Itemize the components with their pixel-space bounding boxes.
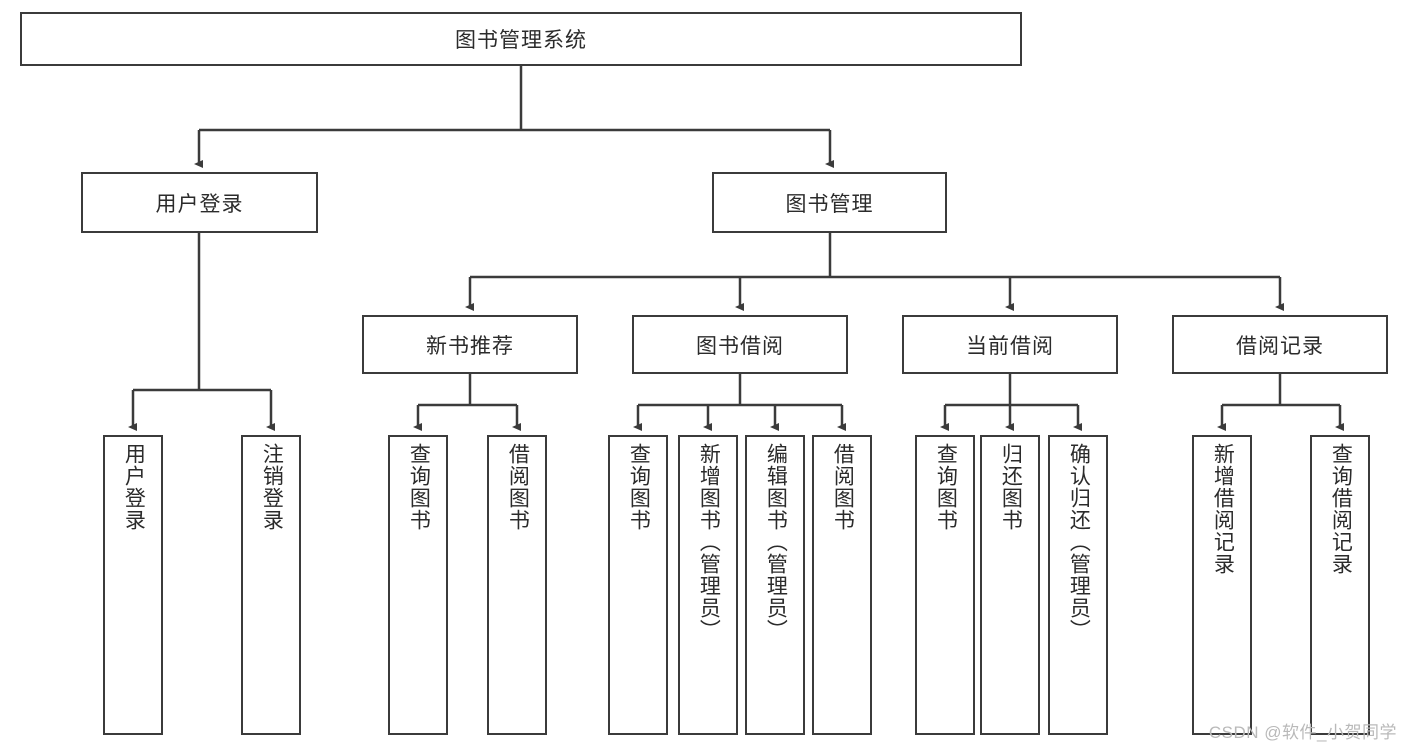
node-new-book-recommendation-label: 新书推荐 <box>426 334 514 358</box>
node-book-borrow[interactable]: 图书借阅 <box>632 315 848 374</box>
node-current-borrow-label: 当前借阅 <box>966 334 1054 358</box>
leaf-query-books-recommendation-label: 查询图书 <box>407 443 431 531</box>
leaf-query-books-borrow[interactable]: 查询图书 <box>608 435 668 735</box>
leaf-edit-book-admin-label: 编辑图书（管理员） <box>764 443 788 641</box>
leaf-confirm-return-admin[interactable]: 确认归还（管理员） <box>1048 435 1108 735</box>
leaf-borrow-books-recommendation-label: 借阅图书 <box>506 443 530 531</box>
leaf-edit-book-admin[interactable]: 编辑图书（管理员） <box>745 435 805 735</box>
leaf-logout[interactable]: 注销登录 <box>241 435 301 735</box>
leaf-borrow-books[interactable]: 借阅图书 <box>812 435 872 735</box>
node-root-label: 图书管理系统 <box>455 29 587 52</box>
leaf-add-borrow-record-label: 新增借阅记录 <box>1211 443 1235 575</box>
leaf-add-book-admin[interactable]: 新增图书（管理员） <box>678 435 738 735</box>
leaf-query-books-current[interactable]: 查询图书 <box>915 435 975 735</box>
leaf-add-book-admin-label: 新增图书（管理员） <box>697 443 721 641</box>
leaf-borrow-books-recommendation[interactable]: 借阅图书 <box>487 435 547 735</box>
leaf-logout-label: 注销登录 <box>260 443 284 531</box>
node-user-login[interactable]: 用户登录 <box>81 172 318 233</box>
node-borrow-records[interactable]: 借阅记录 <box>1172 315 1388 374</box>
leaf-add-borrow-record[interactable]: 新增借阅记录 <box>1192 435 1252 735</box>
node-current-borrow[interactable]: 当前借阅 <box>902 315 1118 374</box>
node-user-login-label: 用户登录 <box>155 192 244 216</box>
leaf-query-books-borrow-label: 查询图书 <box>627 443 651 531</box>
leaf-query-borrow-record[interactable]: 查询借阅记录 <box>1310 435 1370 735</box>
leaf-user-login[interactable]: 用户登录 <box>103 435 163 735</box>
leaf-borrow-books-label: 借阅图书 <box>831 443 855 531</box>
leaf-confirm-return-admin-label: 确认归还（管理员） <box>1067 443 1091 641</box>
leaf-return-books-label: 归还图书 <box>999 443 1023 531</box>
node-borrow-records-label: 借阅记录 <box>1236 334 1324 358</box>
leaf-return-books[interactable]: 归还图书 <box>980 435 1040 735</box>
node-book-borrow-label: 图书借阅 <box>696 334 784 358</box>
leaf-query-borrow-record-label: 查询借阅记录 <box>1329 443 1353 575</box>
node-root[interactable]: 图书管理系统 <box>20 12 1022 66</box>
node-book-management-label: 图书管理 <box>785 192 874 216</box>
leaf-user-login-label: 用户登录 <box>122 443 146 531</box>
node-book-management[interactable]: 图书管理 <box>712 172 947 233</box>
leaf-query-books-recommendation[interactable]: 查询图书 <box>388 435 448 735</box>
leaf-query-books-current-label: 查询图书 <box>934 443 958 531</box>
node-new-book-recommendation[interactable]: 新书推荐 <box>362 315 578 374</box>
csdn-watermark: CSDN @软件_小贺同学 <box>1208 723 1397 742</box>
